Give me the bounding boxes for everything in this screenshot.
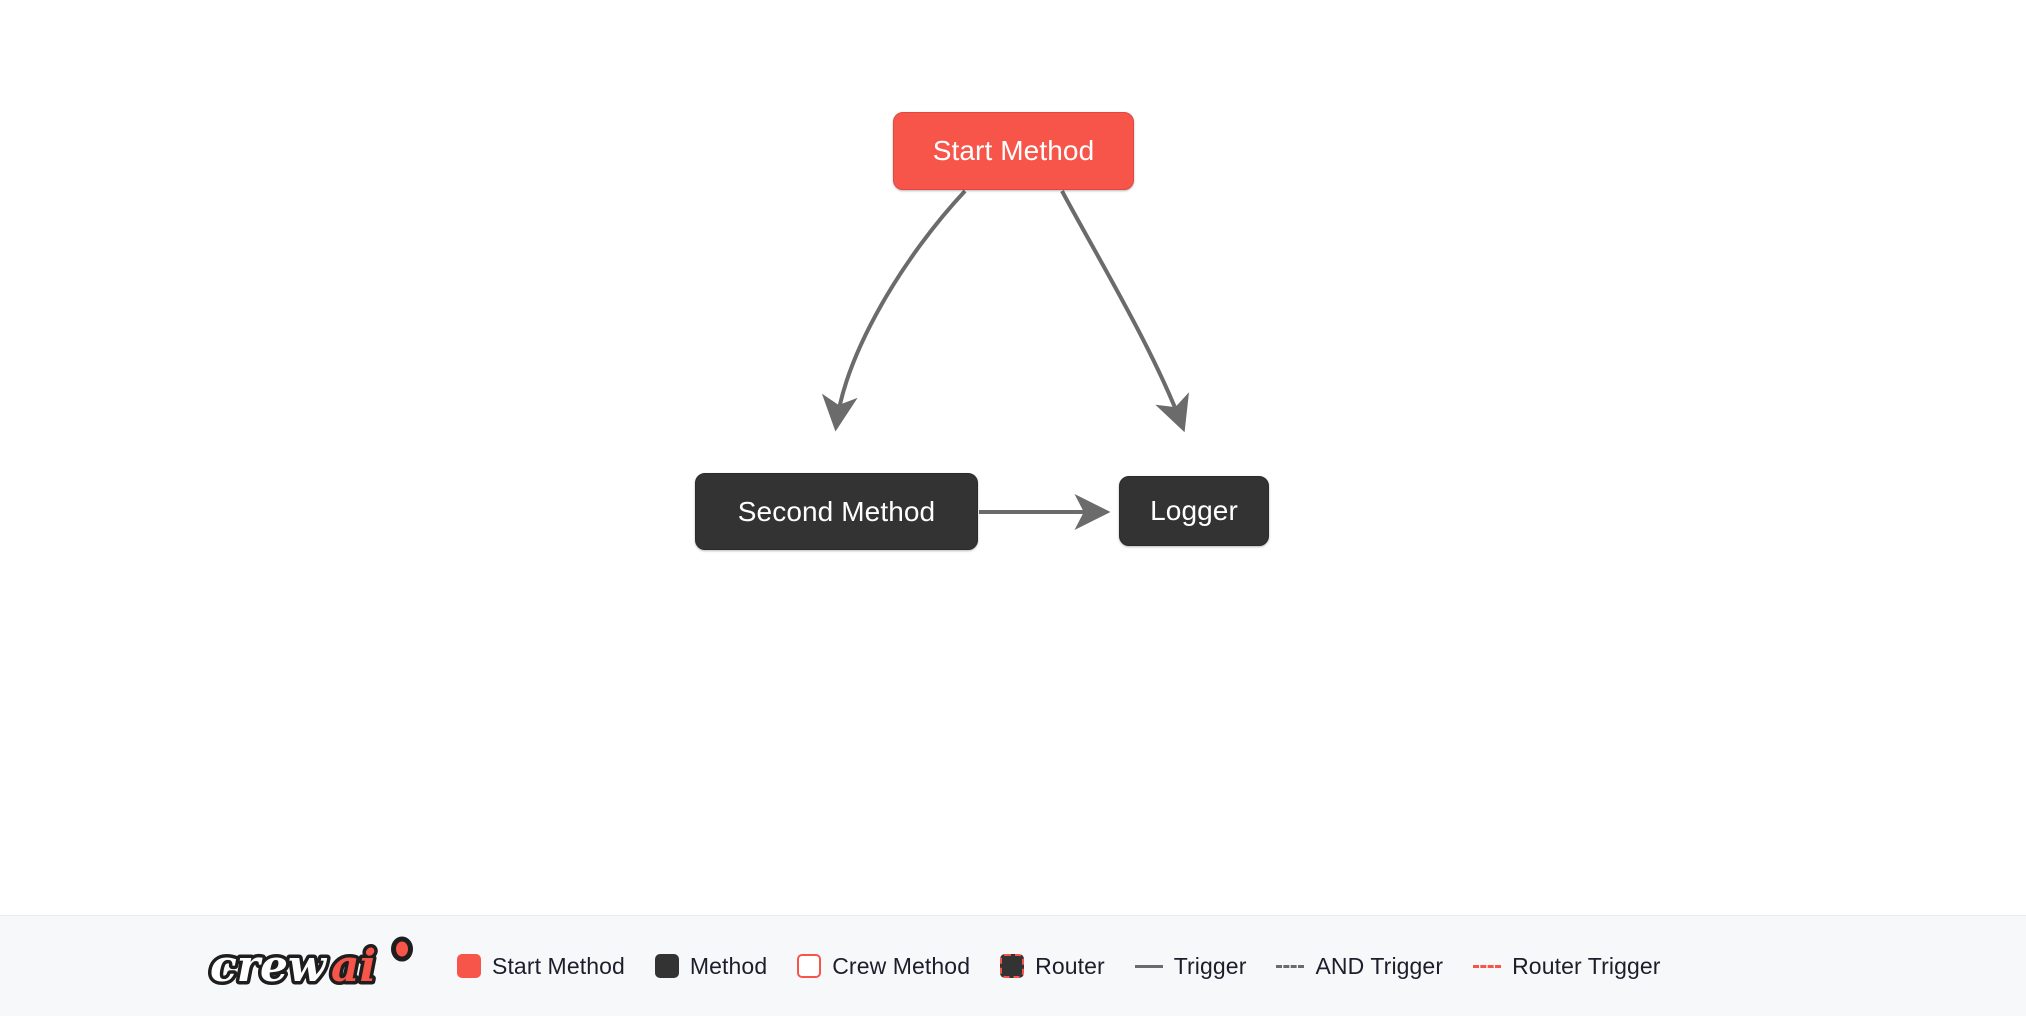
router-trigger-line-icon xyxy=(1473,965,1502,968)
legend-item-router-trigger: Router Trigger xyxy=(1473,953,1660,980)
crewai-logo-text-primary: crew xyxy=(210,941,328,992)
flow-node-logger[interactable]: Logger xyxy=(1119,476,1269,546)
start-method-swatch-icon xyxy=(457,954,481,978)
and-trigger-line-icon xyxy=(1276,965,1305,968)
trigger-line-icon xyxy=(1134,965,1163,968)
edge-layer xyxy=(821,189,1189,530)
legend-item-trigger: Trigger xyxy=(1134,952,1247,980)
legend-item-and-trigger: AND Trigger xyxy=(1276,953,1443,980)
legend-item-label: Router xyxy=(1035,952,1105,979)
flow-node-label: Start Method xyxy=(932,135,1095,166)
flow-node-label: Second Method xyxy=(737,495,936,527)
legend-item-label: Start Method xyxy=(492,952,625,979)
legend-bar: crew ai Start Method Method Crew Method … xyxy=(0,915,2026,1016)
legend-item-label: Trigger xyxy=(1173,952,1247,979)
legend-item-label: Router Trigger xyxy=(1512,952,1661,979)
legend-item-router: Router xyxy=(1000,953,1105,980)
flow-node-start-method[interactable]: Start Method xyxy=(893,112,1134,190)
legend-item-label: Crew Method xyxy=(832,952,971,979)
flow-canvas[interactable]: Start Method Second Method Logger xyxy=(0,0,2026,915)
legend-item-label: AND Trigger xyxy=(1315,952,1444,979)
legend-items: Start Method Method Crew Method Router T… xyxy=(457,953,1661,980)
legend-item-method: Method xyxy=(654,952,768,980)
legend-item-start-method: Start Method xyxy=(457,953,625,980)
edge-start-to-second xyxy=(821,189,967,432)
crew-method-swatch-icon xyxy=(797,954,822,978)
crewai-logo-text-accent: ai xyxy=(331,941,376,992)
flow-node-label: Logger xyxy=(1150,495,1238,526)
edge-start-to-logger xyxy=(1060,190,1189,433)
flow-node-second-method[interactable]: Second Method xyxy=(695,473,978,550)
method-swatch-icon xyxy=(654,954,679,978)
router-swatch-icon xyxy=(1000,954,1025,978)
crewai-logo: crew ai xyxy=(207,936,413,996)
crewai-logo-dot xyxy=(391,936,413,962)
legend-item-crew-method: Crew Method xyxy=(797,953,970,980)
legend-item-label: Method xyxy=(689,952,768,979)
